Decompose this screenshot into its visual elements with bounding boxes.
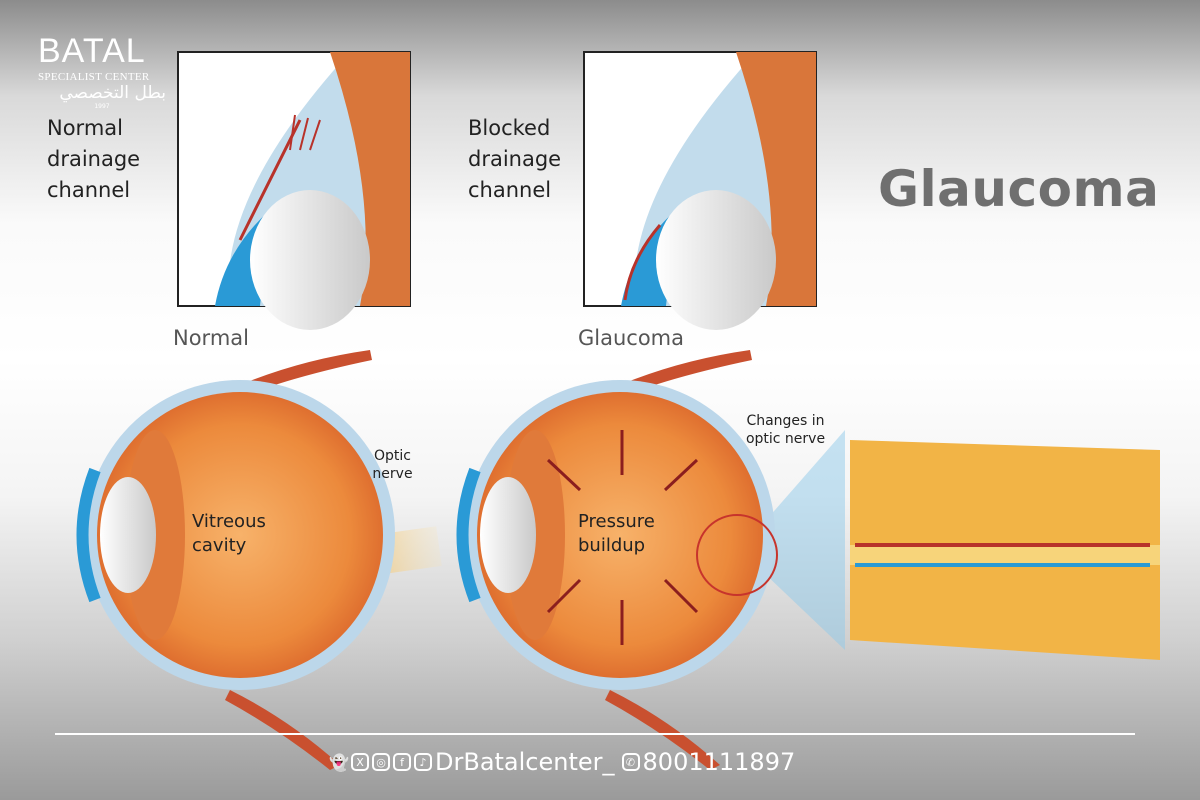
instagram-icon[interactable]: ◎ — [372, 753, 390, 771]
footer-divider — [55, 733, 1135, 735]
blocked-drainage-label: Blocked drainage channel — [468, 116, 562, 202]
optic-nerve-cross-section — [850, 440, 1160, 660]
logo-name: BATAL — [38, 32, 146, 70]
normal-heading: Normal — [173, 326, 249, 350]
tiktok-icon[interactable]: ♪ — [414, 753, 432, 771]
glaucoma-heading: Glaucoma — [578, 326, 685, 350]
logo-arabic: بطل التخصصي — [59, 83, 166, 103]
logo-year: 1997 — [94, 103, 110, 110]
x-icon[interactable]: X — [351, 753, 369, 771]
logo-subtitle: SPECIALIST CENTER — [38, 71, 150, 83]
footer-contact: 👻 X ◎ f ♪ DrBatalcenter_ ✆ 8001111897 — [329, 748, 796, 776]
normal-eye — [76, 350, 442, 770]
phone-number[interactable]: 8001111897 — [642, 748, 796, 776]
glaucoma-eye — [456, 350, 845, 770]
normal-drainage-label: Normal drainage channel — [47, 116, 141, 202]
facebook-icon[interactable]: f — [393, 753, 411, 771]
viber-phone-icon: ✆ — [621, 753, 640, 771]
pressure-buildup-label: Pressure buildup — [578, 511, 655, 556]
social-handle[interactable]: DrBatalcenter_ — [435, 748, 615, 776]
snapchat-icon[interactable]: 👻 — [329, 752, 349, 772]
optic-nerve-change-label: Changes in optic nerve — [745, 413, 826, 447]
vitreous-cavity-label: Vitreous cavity — [192, 511, 266, 556]
normal-drainage-inset — [177, 51, 411, 330]
optic-nerve-label: Optic nerve — [372, 448, 413, 482]
blocked-drainage-inset — [583, 51, 817, 330]
page-title: Glaucoma — [878, 160, 1160, 218]
logo: BATAL SPECIALIST CENTER بطل التخصصي 1997 — [38, 32, 166, 110]
